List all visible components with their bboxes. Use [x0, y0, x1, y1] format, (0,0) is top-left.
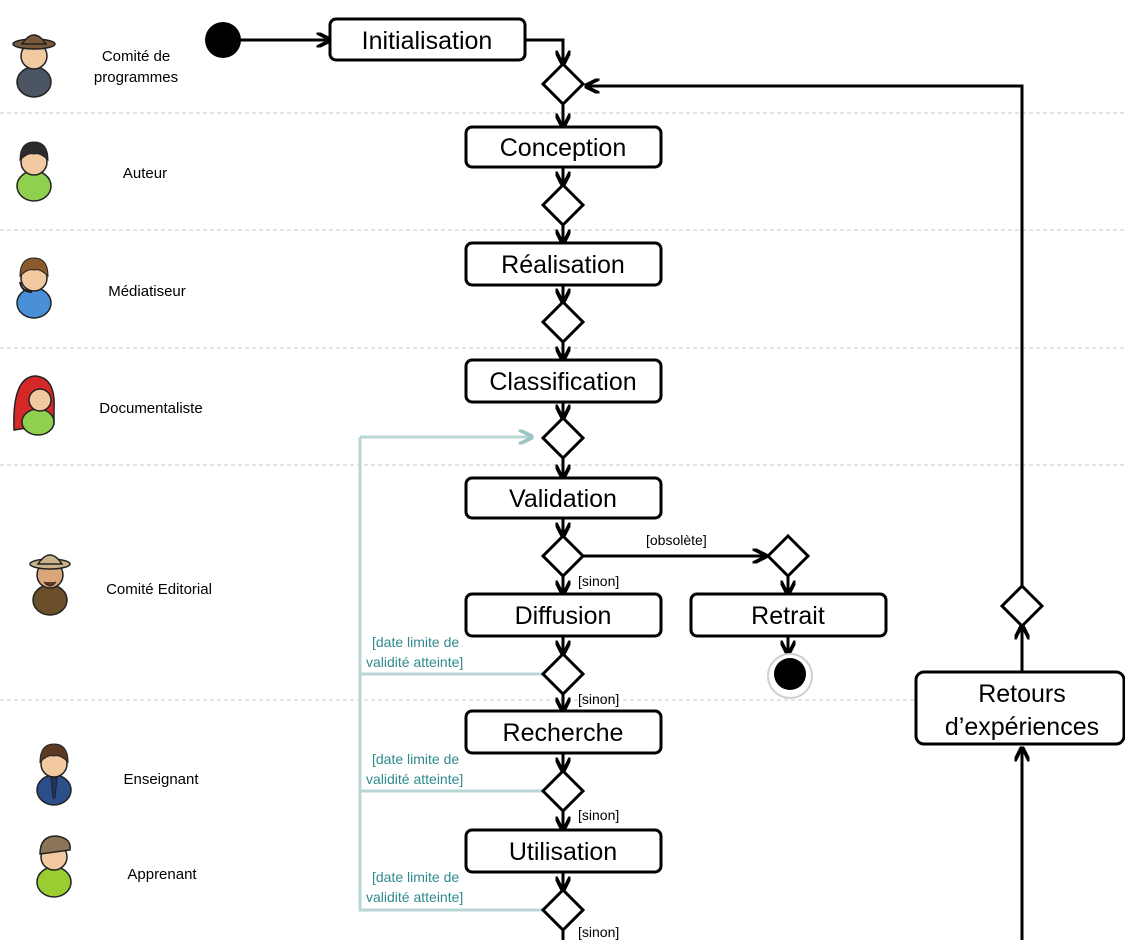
- activity-realisation: Réalisation: [464, 241, 663, 287]
- activity-classification: Classification: [464, 358, 663, 404]
- activity-label: Initialisation: [362, 27, 493, 55]
- activity-retrait: Retrait: [689, 592, 888, 638]
- guard-date-limite: validité atteinte]: [366, 654, 463, 670]
- decision-node: [540, 651, 586, 697]
- actor-label: Documentaliste: [99, 400, 202, 417]
- user-icon: [16, 141, 52, 202]
- actor-label: Auteur: [123, 165, 167, 182]
- guard-sinon: [sinon]: [578, 573, 619, 589]
- decision-node: [540, 415, 586, 461]
- activity-recherche: Recherche: [464, 709, 663, 755]
- user-icon: [36, 835, 72, 898]
- user-icon: [12, 34, 56, 98]
- activity-retours-experiences: Retours d’expériences: [914, 670, 1125, 746]
- user-icon: [13, 375, 55, 436]
- activity-utilisation: Utilisation: [464, 828, 663, 874]
- guard-obsolete: [obsolète]: [646, 532, 707, 548]
- guard-date-limite: [date limite de: [372, 634, 459, 650]
- loop-back-flows: [358, 437, 544, 912]
- actor-enseignant: Enseignant: [36, 743, 199, 806]
- decision-node: [540, 182, 586, 228]
- activity-diffusion: Diffusion: [464, 592, 663, 638]
- decision-node: [540, 887, 586, 933]
- actor-comite-programmes: Comité de programmes: [12, 34, 178, 98]
- decision-nodes: [540, 61, 1045, 933]
- activity-initialisation: Initialisation: [328, 17, 527, 62]
- actor-label: programmes: [94, 69, 178, 86]
- guard-sinon: [sinon]: [578, 807, 619, 823]
- guard-labels: [obsolète] [sinon] [sinon] [sinon] [sino…: [366, 532, 707, 940]
- activity-label: Retours: [978, 680, 1066, 708]
- activity-label: Conception: [500, 134, 626, 162]
- actor-mediatiseur: Médiatiseur: [16, 257, 186, 319]
- decision-node: [540, 299, 586, 345]
- flow-arrow: [586, 86, 1024, 586]
- user-icon: [36, 743, 72, 806]
- guard-date-limite: [date limite de: [372, 751, 459, 767]
- guard-date-limite: [date limite de: [372, 869, 459, 885]
- user-icon: [29, 554, 71, 616]
- activity-label: Validation: [509, 485, 617, 513]
- control-flows: [225, 40, 1022, 940]
- actor-documentaliste: Documentaliste: [13, 375, 203, 436]
- decision-node: [765, 533, 811, 579]
- actor-label: Enseignant: [123, 771, 199, 788]
- activity-label: Diffusion: [515, 602, 612, 630]
- activity-label: Recherche: [503, 719, 624, 747]
- activity-label: Retrait: [751, 602, 825, 630]
- activity-label: Réalisation: [501, 251, 625, 279]
- flow-arrow: [525, 38, 563, 64]
- final-node: [767, 653, 813, 699]
- activity-label: d’expériences: [945, 713, 1099, 741]
- actor-auteur: Auteur: [16, 141, 167, 202]
- actor-apprenant: Apprenant: [36, 835, 197, 898]
- activity-label: Classification: [489, 368, 636, 396]
- user-icon: [16, 257, 52, 319]
- decision-node: [540, 533, 586, 579]
- activity-validation: Validation: [464, 476, 663, 520]
- guard-sinon: [sinon]: [578, 924, 619, 940]
- decision-node: [540, 61, 586, 107]
- actor-label: Médiatiseur: [108, 283, 186, 300]
- decision-node: [540, 768, 586, 814]
- actor-label: Comité de: [102, 48, 170, 65]
- actor-comite-editorial: Comité Editorial: [29, 554, 212, 616]
- guard-sinon: [sinon]: [578, 691, 619, 707]
- guard-date-limite: validité atteinte]: [366, 771, 463, 787]
- decision-node: [999, 583, 1045, 629]
- actor-label: Apprenant: [127, 866, 197, 883]
- guard-date-limite: validité atteinte]: [366, 889, 463, 905]
- initial-node: [205, 22, 241, 58]
- activity-label: Utilisation: [509, 838, 617, 866]
- activity-conception: Conception: [464, 125, 663, 169]
- actor-label: Comité Editorial: [106, 581, 212, 598]
